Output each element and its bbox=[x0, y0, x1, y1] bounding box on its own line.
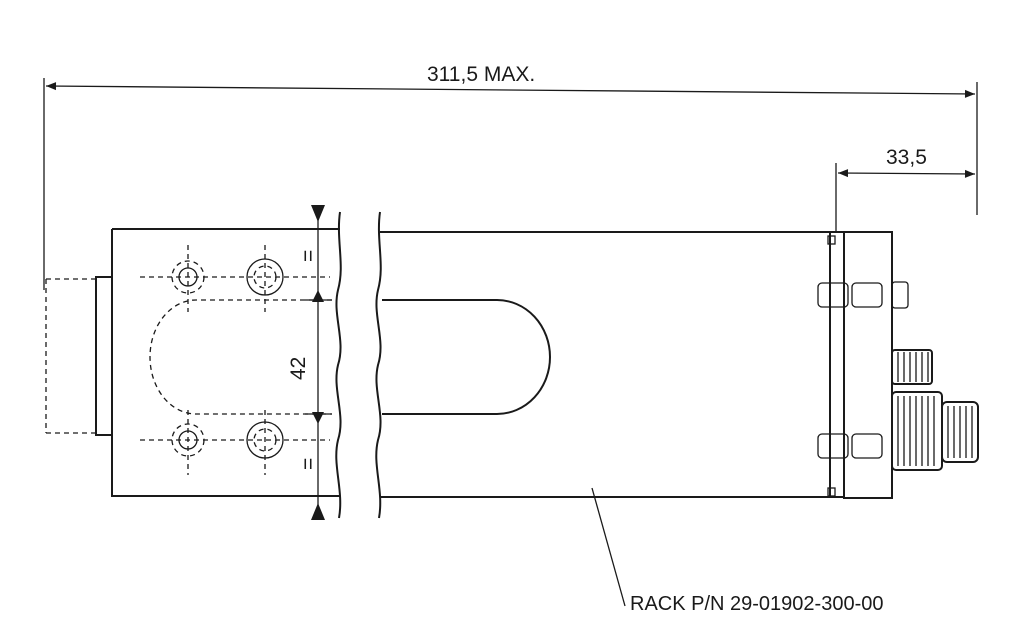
overall-length-label: 311,5 MAX. bbox=[427, 63, 535, 86]
vertical-dimension-chain: 42 = = bbox=[287, 205, 332, 520]
rack-body-right bbox=[380, 231, 830, 498]
slot-hidden-outline bbox=[149, 299, 332, 415]
slot-outline bbox=[382, 299, 551, 415]
equal-mark-top: = bbox=[297, 250, 320, 262]
equal-mark-bottom: = bbox=[297, 458, 320, 470]
slot-spacing-label: 42 bbox=[287, 357, 310, 380]
hole-bottom-right bbox=[246, 421, 284, 459]
leader-line bbox=[591, 487, 626, 607]
part-number-label: RACK P/N 29-01902-300-00 bbox=[630, 593, 883, 615]
guide-pins bbox=[817, 281, 909, 459]
left-flange bbox=[95, 276, 113, 436]
part-number-callout: RACK P/N 29-01902-300-00 bbox=[591, 487, 883, 615]
hole-top-right bbox=[246, 258, 284, 296]
overall-dimension-line bbox=[45, 82, 976, 98]
overall-length-dimension: 311,5 MAX. bbox=[43, 63, 978, 290]
dashed-extension-outline bbox=[45, 278, 96, 434]
mounting-holes bbox=[140, 245, 330, 475]
connector-length-dimension: 33,5 bbox=[835, 146, 976, 232]
rack-body-left bbox=[111, 228, 340, 497]
connector-dimension-line bbox=[837, 169, 976, 178]
break-lines bbox=[335, 211, 382, 519]
connector-knob bbox=[891, 349, 979, 471]
connector-length-label: 33,5 bbox=[886, 146, 927, 169]
hole-top-left bbox=[171, 260, 205, 294]
hole-bottom-left bbox=[171, 423, 205, 457]
